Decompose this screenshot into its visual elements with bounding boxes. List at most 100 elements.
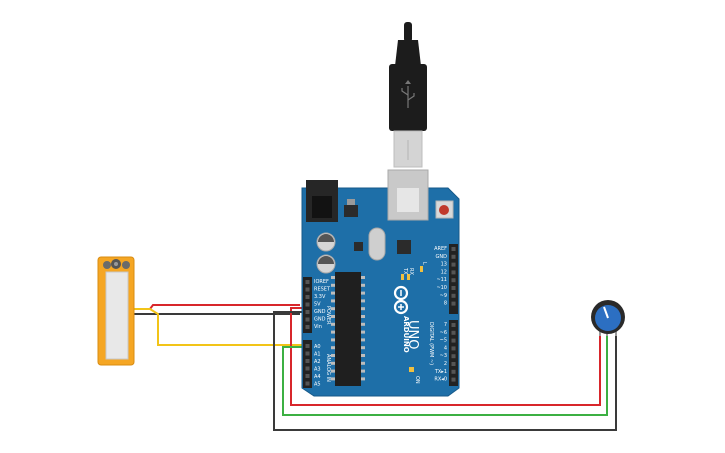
header-pin[interactable]: [305, 280, 310, 284]
header-pin[interactable]: [451, 301, 456, 306]
potentiometer-indicator: [603, 306, 609, 319]
power-pin-label: GND: [314, 317, 326, 323]
digital-pin-label: ~11: [436, 277, 447, 283]
digital-pin-label: 7: [444, 322, 447, 328]
board-brand: ARDUINO: [402, 316, 410, 353]
chip-leg: [331, 283, 335, 287]
analog-pin-label: A5: [314, 382, 321, 388]
power-pin-label: Vin: [314, 324, 322, 330]
header-pin[interactable]: [451, 262, 456, 267]
header-pin[interactable]: [305, 325, 310, 329]
flex-sensor[interactable]: [97, 256, 135, 366]
header-pin[interactable]: [305, 302, 310, 307]
header-pin[interactable]: [305, 317, 310, 322]
wire-power-pot[interactable]: [290, 307, 601, 406]
analog-header-title: ANALOG IN: [325, 354, 331, 382]
header-pin[interactable]: [451, 286, 456, 290]
digital-pin-label: ~3: [440, 353, 447, 359]
header-pin[interactable]: [451, 362, 456, 366]
potentiometer[interactable]: [591, 300, 625, 336]
wire-signal-pot[interactable]: [282, 334, 608, 416]
chip-leg: [331, 346, 335, 350]
header-pin[interactable]: [305, 295, 310, 299]
wire-power-flex[interactable]: [131, 304, 300, 310]
header-pin[interactable]: [451, 247, 456, 251]
arduino-logo-icon: [393, 285, 409, 315]
chip-leg: [331, 307, 335, 311]
power-header-title: POWER: [325, 306, 331, 325]
header-pin[interactable]: [305, 351, 310, 356]
chip-leg: [361, 291, 365, 295]
wire-signal-flex[interactable]: [131, 308, 303, 346]
usb-chip: [397, 240, 411, 254]
header-pin[interactable]: [305, 366, 310, 371]
reset-button-cap: [439, 205, 449, 215]
analog-pin-label: A4: [314, 374, 321, 380]
digital-pin-label: 13: [441, 262, 447, 268]
analog-header: [303, 340, 312, 388]
header-pin[interactable]: [305, 310, 310, 314]
usb-cable-cord: [404, 22, 412, 42]
usb-symbol-icon: [401, 86, 415, 108]
header-pin[interactable]: [451, 369, 456, 374]
header-pin[interactable]: [451, 330, 456, 335]
header-pin[interactable]: [305, 359, 310, 363]
led-l: [420, 266, 423, 272]
chip-leg: [361, 276, 365, 279]
atmega-chip: [335, 272, 361, 386]
header-pin[interactable]: [305, 374, 310, 378]
chip-leg: [361, 377, 365, 381]
led-label-tx: TX: [402, 267, 408, 275]
digital-pin-label: 4: [444, 345, 447, 351]
chip-leg: [361, 346, 365, 350]
header-pin[interactable]: [305, 381, 310, 386]
digital-pin-label: GND: [436, 254, 448, 260]
chip-leg: [331, 315, 335, 318]
power-pin-label: 5V: [314, 302, 321, 308]
header-pin[interactable]: [451, 323, 456, 327]
header-pin[interactable]: [451, 377, 456, 382]
chip-leg: [361, 338, 365, 342]
header-pin[interactable]: [451, 254, 456, 259]
header-pin[interactable]: [305, 344, 310, 348]
board-model: UNO: [405, 320, 420, 349]
chip-leg: [361, 283, 365, 287]
header-pin[interactable]: [451, 354, 456, 359]
digital-pin-label: 2: [444, 361, 447, 367]
chip-leg: [331, 291, 335, 295]
header-pin[interactable]: [451, 270, 456, 275]
crystal-oscillator: [368, 227, 386, 261]
power-pin-label: 3.3V: [314, 294, 326, 300]
led-label-l: L: [421, 262, 427, 265]
wire-ground-pot[interactable]: [273, 311, 617, 431]
digital-pin-label: RX◂0: [434, 377, 447, 383]
chip-leg: [331, 330, 335, 334]
chip-leg: [361, 354, 365, 357]
digital-pin-label: 12: [441, 269, 447, 275]
led-on: [409, 367, 414, 372]
digital-pin-label: ~10: [436, 285, 447, 291]
analog-pin-label: A3: [314, 367, 321, 373]
chip-leg: [331, 369, 335, 373]
wires: [131, 304, 617, 431]
header-pin[interactable]: [305, 287, 310, 292]
analog-pin-label: A1: [314, 352, 321, 358]
digital-pin-label: ~9: [440, 293, 447, 299]
led-label-rx: RX: [408, 268, 414, 275]
chip-leg: [361, 361, 365, 365]
chip-leg: [331, 338, 335, 342]
flex-sensor-pad-icon: [103, 261, 111, 269]
header-pin[interactable]: [451, 278, 456, 283]
header-pin[interactable]: [451, 346, 456, 351]
header-pin[interactable]: [451, 338, 456, 343]
usb-cable[interactable]: [389, 22, 427, 168]
digital-pin-label: ~6: [440, 330, 447, 336]
header-pin[interactable]: [451, 293, 456, 298]
chip-leg: [331, 299, 335, 303]
chip-leg: [361, 369, 365, 373]
chip-leg: [361, 322, 365, 326]
chip-leg: [361, 315, 365, 318]
digital-header-title: DIGITAL (PWM ~): [428, 322, 434, 365]
